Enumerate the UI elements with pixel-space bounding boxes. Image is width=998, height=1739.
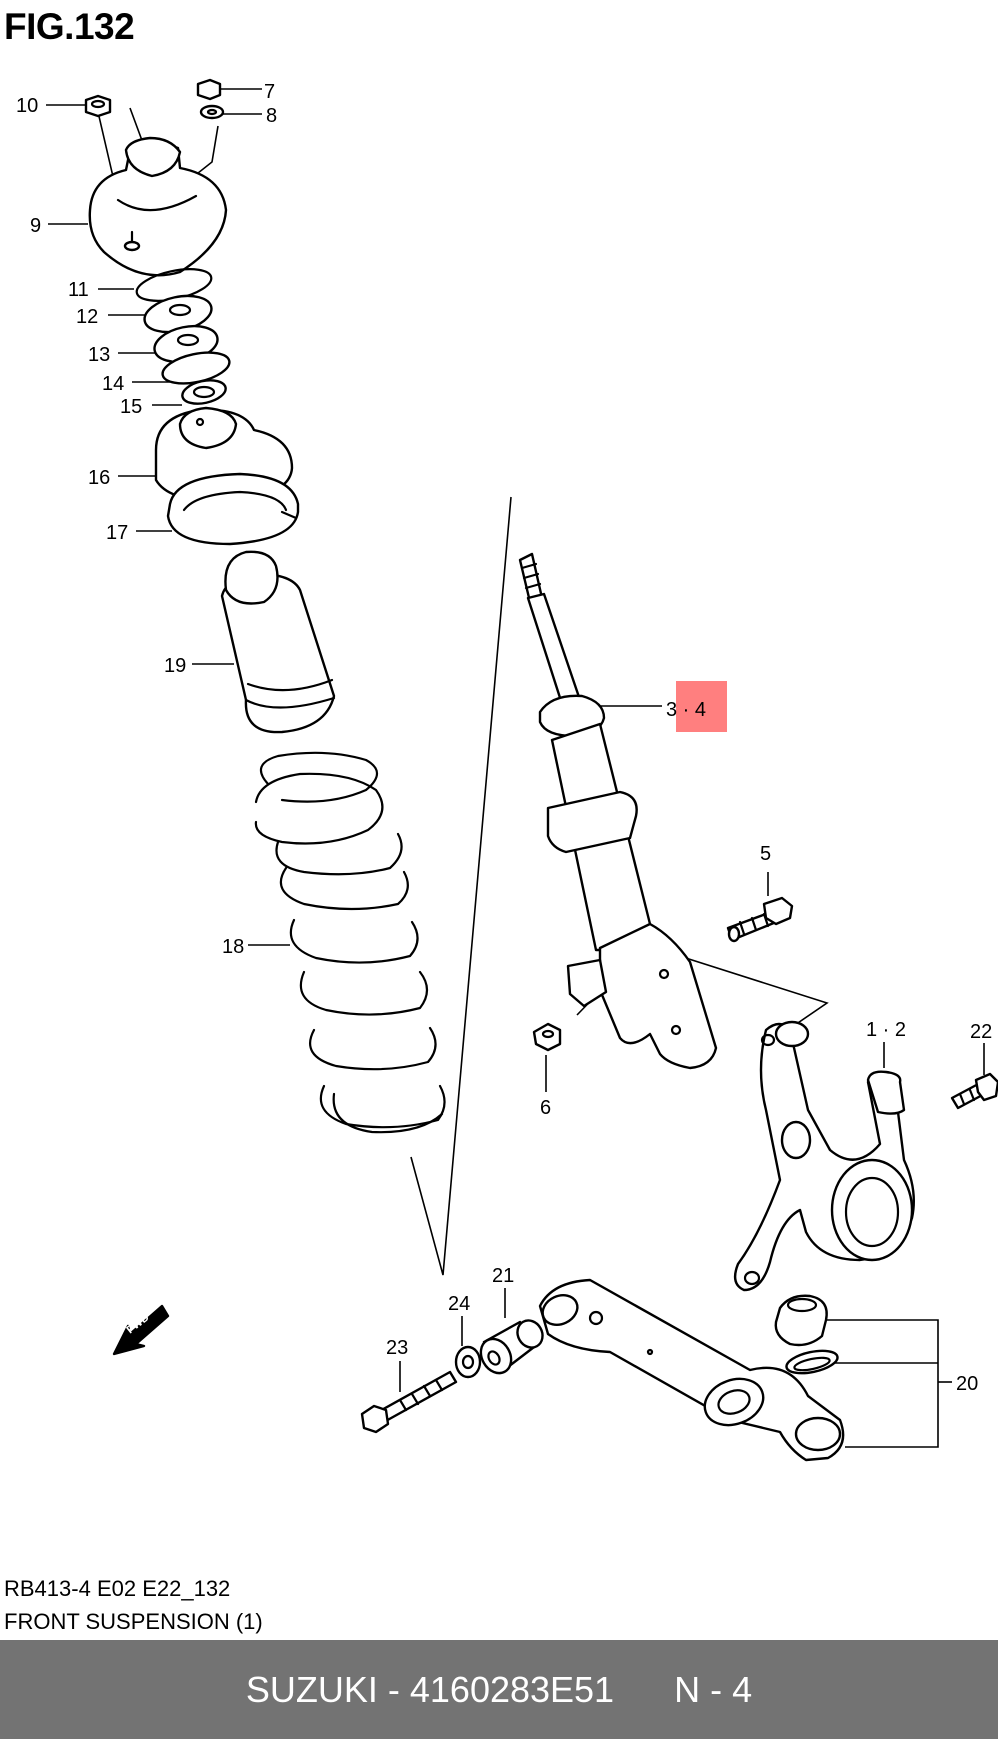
forward-arrow-icon: FWD [112, 1304, 170, 1356]
bar-gap [614, 1669, 674, 1711]
label-16: 16 [88, 467, 110, 489]
bolt-5 [726, 896, 794, 943]
strut-assembly-3-4 [518, 552, 718, 1070]
exploded-parts-diagram: FWD 10 7 8 9 11 12 13 14 15 16 17 19 18 … [16, 78, 998, 1462]
ball-joint-boot-20 [774, 1294, 828, 1347]
figure-code: RB413-4 E02 E22_132 [4, 1576, 231, 1601]
upper-mount-nut-10 [84, 94, 112, 118]
insulator-17 [166, 472, 300, 546]
label-14: 14 [102, 373, 124, 395]
coil-spring-18 [254, 751, 446, 1134]
nut-6 [532, 1022, 562, 1052]
label-17: 17 [106, 522, 128, 544]
figure-title: FIG.132 [4, 6, 135, 47]
label-3-4: 3 · 4 [666, 699, 706, 721]
part-labels: 10 7 8 9 11 12 13 14 15 16 17 19 18 3 · … [16, 81, 992, 1395]
label-20: 20 [956, 1373, 978, 1395]
strut-mount-9 [88, 136, 228, 277]
label-21: 21 [492, 1265, 514, 1287]
label-15: 15 [120, 396, 142, 418]
label-24: 24 [448, 1293, 470, 1315]
label-13: 13 [88, 344, 110, 366]
steering-knuckle-1-2 [733, 1020, 915, 1292]
figure-caption: RB413-4 E02 E22_132 FRONT SUSPENSION (1) [4, 1572, 263, 1638]
bolt-22 [950, 1072, 998, 1110]
lower-control-arm [538, 1278, 845, 1462]
washer-24 [454, 1345, 482, 1379]
label-9: 9 [30, 215, 41, 237]
label-5: 5 [760, 843, 771, 865]
label-1-2: 1 · 2 [866, 1019, 906, 1041]
nut-7 [196, 78, 222, 101]
washer-8 [199, 104, 225, 120]
highlight-box [676, 681, 727, 732]
label-8: 8 [266, 105, 277, 127]
label-22: 22 [970, 1021, 992, 1043]
clip-ring-20 [785, 1349, 839, 1375]
label-12: 12 [76, 306, 98, 328]
bearing-15 [181, 379, 227, 405]
part-info-bar: SUZUKI - 4160283E51 N - 4 [0, 1640, 998, 1739]
bolt-23 [360, 1370, 458, 1434]
bushing-21 [479, 1319, 544, 1375]
label-11: 11 [68, 279, 89, 301]
part-number: 4160283E51 [409, 1668, 615, 1710]
dust-boot-19 [220, 550, 336, 734]
brand-separator: - [377, 1668, 410, 1710]
label-6: 6 [540, 1097, 551, 1119]
diagram-position: N - 4 [674, 1668, 753, 1710]
label-7: 7 [264, 81, 275, 103]
label-18: 18 [222, 936, 244, 958]
label-19: 19 [164, 655, 186, 677]
label-23: 23 [386, 1337, 408, 1359]
label-10: 10 [16, 95, 38, 117]
brand-name: SUZUKI [245, 1668, 378, 1710]
figure-name: FRONT SUSPENSION (1) [4, 1609, 263, 1634]
